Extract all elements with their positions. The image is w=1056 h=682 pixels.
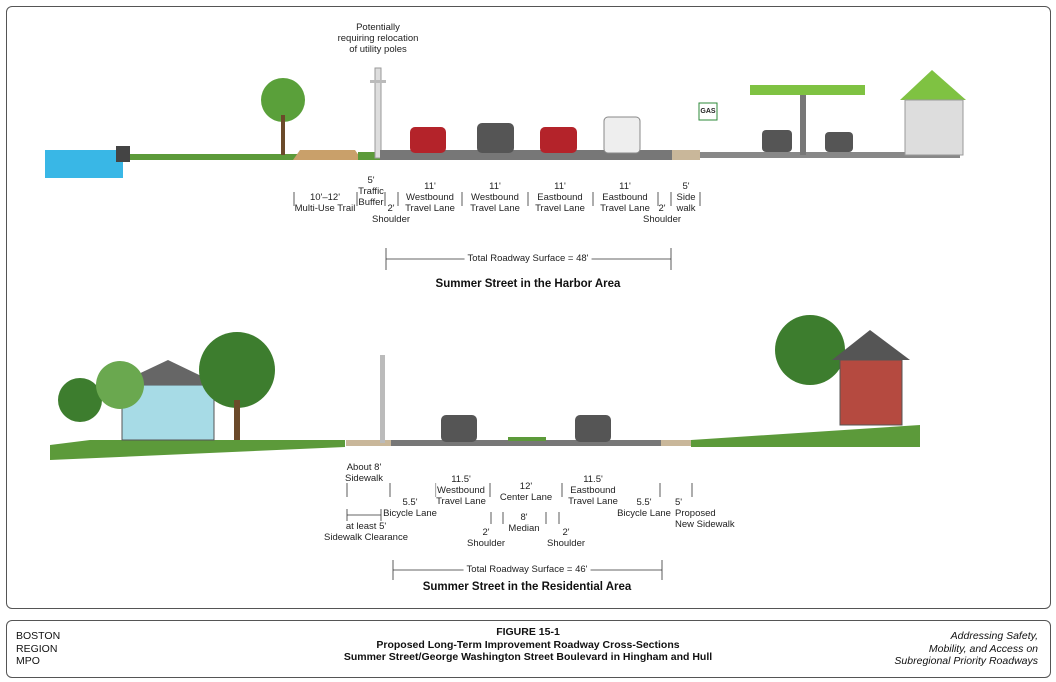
hill-right xyxy=(691,425,920,447)
gas-sign xyxy=(698,102,718,121)
harbor-illustration xyxy=(45,67,966,178)
street-light-pole xyxy=(380,355,385,443)
house-right xyxy=(839,359,903,426)
dim-shoulder-east: 2'Shoulder xyxy=(642,203,682,225)
new-sidewalk xyxy=(661,440,691,446)
water xyxy=(45,150,123,178)
store xyxy=(904,99,964,156)
caption-frame xyxy=(6,620,1051,678)
cars xyxy=(410,116,641,154)
harbor-title: Summer Street in the Harbor Area xyxy=(435,278,621,290)
utility-pole xyxy=(374,67,382,159)
gas-sign-label: GAS xyxy=(700,108,716,115)
multi-use-trail xyxy=(293,150,362,160)
diagram-frame xyxy=(6,6,1051,609)
grass xyxy=(130,154,298,160)
hill-left xyxy=(50,440,345,460)
dim-center-lane: 12'Center Lane xyxy=(499,481,553,503)
dim-bike-east: 5.5'Bicycle Lane xyxy=(617,497,671,519)
dim-shoulder-west: 2'Shoulder xyxy=(371,203,411,225)
sidewalk xyxy=(672,150,700,160)
residential-total: Total Roadway Surface = 46' xyxy=(463,564,591,575)
report-title: Addressing Safety,Mobility, and Access o… xyxy=(894,630,1038,667)
dim-clearance: at least 5'Sidewalk Clearance xyxy=(324,521,408,543)
dim-shoulder-east: 2'Shoulder xyxy=(546,527,586,549)
tree xyxy=(199,332,275,408)
median xyxy=(508,437,546,441)
gas-canopy xyxy=(750,85,865,95)
dim-median: 8'Median xyxy=(508,512,540,534)
residential-title: Summer Street in the Residential Area xyxy=(422,581,632,593)
sidewalk-west xyxy=(346,440,391,446)
residential-illustration xyxy=(50,315,920,460)
roadway xyxy=(391,440,661,446)
dim-bike-west: 5.5'Bicycle Lane xyxy=(383,497,437,519)
store-roof xyxy=(900,70,966,100)
dim-shoulder-west: 2'Shoulder xyxy=(466,527,506,549)
harbor-total: Total Roadway Surface = 48' xyxy=(464,253,592,264)
dim-trail: 10'–12'Multi-Use Trail xyxy=(294,192,356,214)
dim-sidewalk-west: About 8'Sidewalk xyxy=(344,462,384,484)
tree xyxy=(261,78,305,122)
roadway xyxy=(380,150,672,160)
seawall xyxy=(116,146,130,162)
